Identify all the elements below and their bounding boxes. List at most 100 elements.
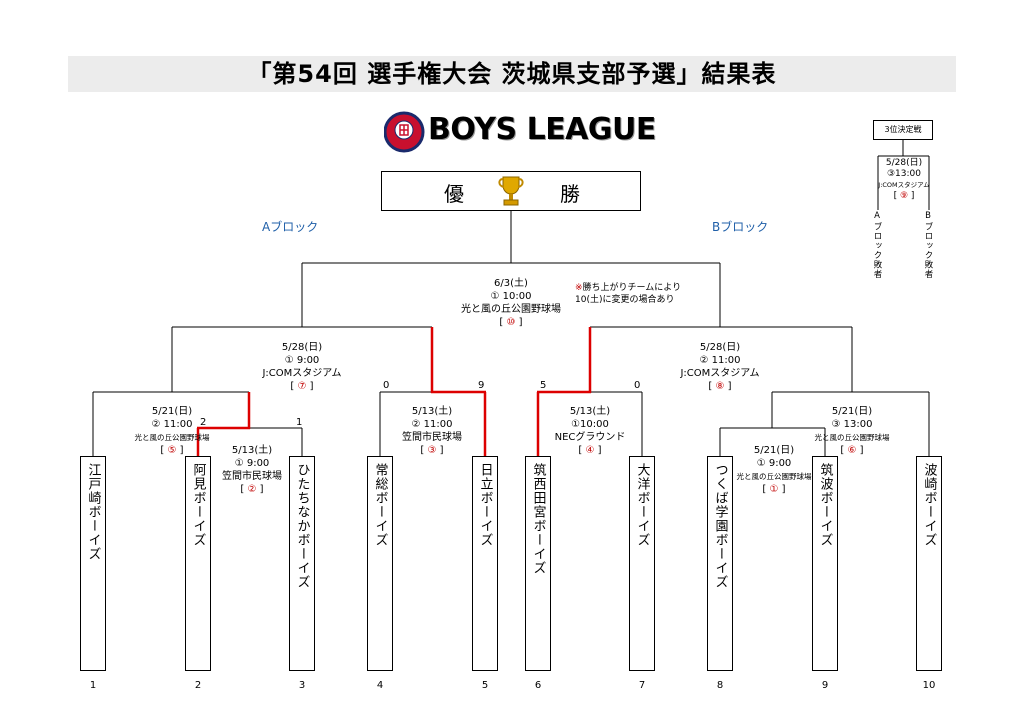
team-number: 1 xyxy=(89,680,97,691)
team-name: 阿見ボーイズ xyxy=(190,463,206,547)
game-2-info: 5/13(土) ① 9:00 笠間市民球場 [ ② ] xyxy=(212,444,292,496)
trophy-icon xyxy=(498,176,524,206)
team-name: ひたちなかボーイズ xyxy=(294,463,310,589)
final-game-info: 6/3(土) ① 10:00 光と風の丘公園野球場 [ ⑩ ] xyxy=(441,277,581,329)
game-4-info: 5/13(土) ①10:00 NECグラウンド [ ④ ] xyxy=(550,405,630,457)
game-3-info: 5/13(土) ② 11:00 笠間市民球場 [ ③ ] xyxy=(392,405,472,457)
game-number: ⑥ xyxy=(847,445,857,456)
block-b-label: Bブロック xyxy=(712,220,769,234)
game-number: ③ xyxy=(427,445,437,456)
block-a-label: Aブロック xyxy=(262,220,319,234)
game-date: 5/28(日) xyxy=(699,342,741,353)
game-number: ⑨ xyxy=(899,191,909,201)
game-venue: J:COMスタジアム xyxy=(680,368,760,379)
game-time: ② 11:00 xyxy=(411,419,453,430)
game-7-info: 5/28(日) ① 9:00 J:COMスタジアム [ ⑦ ] xyxy=(232,341,372,393)
game-date: 5/21(日) xyxy=(151,406,193,417)
game-time: ③13:00 xyxy=(886,169,921,179)
game-number: ⑩ xyxy=(506,317,516,328)
game-number: ⑧ xyxy=(715,381,725,392)
score-team-3: 1 xyxy=(296,417,303,428)
game-5-info: 5/21(日) ② 11:00 光と風の丘公園野球場 [ ⑤ ] xyxy=(112,405,232,457)
score-team-6: 5 xyxy=(540,380,547,391)
team-number: 5 xyxy=(481,680,489,691)
team-name: 大洋ボーイズ xyxy=(634,463,650,547)
game-date: 5/13(土) xyxy=(569,406,611,417)
note-line-1: 勝ち上がりチームにより xyxy=(582,283,682,293)
game-id: [ ⑩ ] xyxy=(499,317,523,328)
game-venue: 光と風の丘公園野球場 xyxy=(134,433,210,442)
game-number: ② xyxy=(247,484,257,495)
game-date: 5/21(日) xyxy=(753,445,795,456)
game-time: ② 11:00 xyxy=(151,419,193,430)
game-venue: NECグラウンド xyxy=(554,432,626,443)
game-venue: J:COMスタジアム xyxy=(262,368,342,379)
loser-a-label: Aブロック敗者 xyxy=(872,211,882,279)
team-box: 阿見ボーイズ xyxy=(185,456,211,671)
team-box: 大洋ボーイズ xyxy=(629,456,655,671)
note-line-2: 10(土)に変更の場合あり xyxy=(575,295,675,305)
team-number: 6 xyxy=(534,680,542,691)
schedule-note: ※勝ち上がりチームにより 10(土)に変更の場合あり xyxy=(575,282,681,306)
game-time: ① 9:00 xyxy=(756,458,792,469)
team-number: 10 xyxy=(922,680,936,691)
game-venue: J:COMスタジアム xyxy=(878,181,930,189)
game-time: ①10:00 xyxy=(571,419,609,430)
game-number: ① xyxy=(769,484,779,495)
team-name: つくば学園ボーイズ xyxy=(712,463,728,589)
team-name: 筑波ボーイズ xyxy=(817,463,833,547)
game-date: 5/28(日) xyxy=(885,158,923,168)
game-venue: 光と風の丘公園野球場 xyxy=(814,433,890,442)
team-number: 8 xyxy=(716,680,724,691)
loser-b-label: Bブロック敗者 xyxy=(923,211,933,279)
team-number: 9 xyxy=(821,680,829,691)
game-date: 5/13(土) xyxy=(411,406,453,417)
team-number: 4 xyxy=(376,680,384,691)
champion-label-1: 優 xyxy=(444,182,464,206)
score-team-5: 9 xyxy=(478,380,485,391)
team-name: 江戸崎ボーイズ xyxy=(85,463,101,561)
boys-league-logo xyxy=(384,111,425,153)
game-time: ① 9:00 xyxy=(234,458,270,469)
game-number: ⑦ xyxy=(297,381,307,392)
game-time: ① 10:00 xyxy=(490,291,532,302)
page-title: 「第54回 選手権大会 茨城県支部予選」結果表 xyxy=(68,56,956,92)
team-name: 波崎ボーイズ xyxy=(921,463,937,547)
team-name: 日立ボーイズ xyxy=(477,463,493,547)
game-number: ⑤ xyxy=(167,445,177,456)
team-box: つくば学園ボーイズ xyxy=(707,456,733,671)
team-number: 2 xyxy=(194,680,202,691)
game-venue: 笠間市民球場 xyxy=(402,432,462,443)
champion-box: 優 勝 xyxy=(381,171,641,211)
game-8-info: 5/28(日) ② 11:00 J:COMスタジアム [ ⑧ ] xyxy=(650,341,790,393)
team-box: 筑西田宮ボーイズ xyxy=(525,456,551,671)
team-box: 常総ボーイズ xyxy=(367,456,393,671)
champion-label-2: 勝 xyxy=(560,182,580,206)
team-name: 筑西田宮ボーイズ xyxy=(530,463,546,575)
team-name: 常総ボーイズ xyxy=(372,463,388,547)
team-box: 筑波ボーイズ xyxy=(812,456,838,671)
team-number: 3 xyxy=(298,680,306,691)
game-venue: 光と風の丘公園野球場 xyxy=(736,472,812,481)
game-time: ③ 13:00 xyxy=(831,419,873,430)
game-1-info: 5/21(日) ① 9:00 光と風の丘公園野球場 [ ① ] xyxy=(728,444,820,496)
team-number: 7 xyxy=(638,680,646,691)
game-venue: 光と風の丘公園野球場 xyxy=(461,304,561,315)
game-date: 5/28(日) xyxy=(281,342,323,353)
game-6-info: 5/21(日) ③ 13:00 光と風の丘公園野球場 [ ⑥ ] xyxy=(802,405,902,457)
game-date: 6/3(土) xyxy=(494,278,528,289)
logo-wordmark: BOYS LEAGUE xyxy=(428,112,656,147)
team-box: 江戸崎ボーイズ xyxy=(80,456,106,671)
team-box: 波崎ボーイズ xyxy=(916,456,942,671)
game-date: 5/21(日) xyxy=(831,406,873,417)
game-time: ② 11:00 xyxy=(699,355,741,366)
game-venue: 笠間市民球場 xyxy=(222,471,282,482)
game-date: 5/13(土) xyxy=(231,445,273,456)
score-team-7: 0 xyxy=(634,380,641,391)
team-box: 日立ボーイズ xyxy=(472,456,498,671)
third-place-heading: 3位決定戦 xyxy=(873,120,933,140)
score-team-2: 2 xyxy=(200,417,207,428)
team-box: ひたちなかボーイズ xyxy=(289,456,315,671)
game-time: ① 9:00 xyxy=(284,355,320,366)
